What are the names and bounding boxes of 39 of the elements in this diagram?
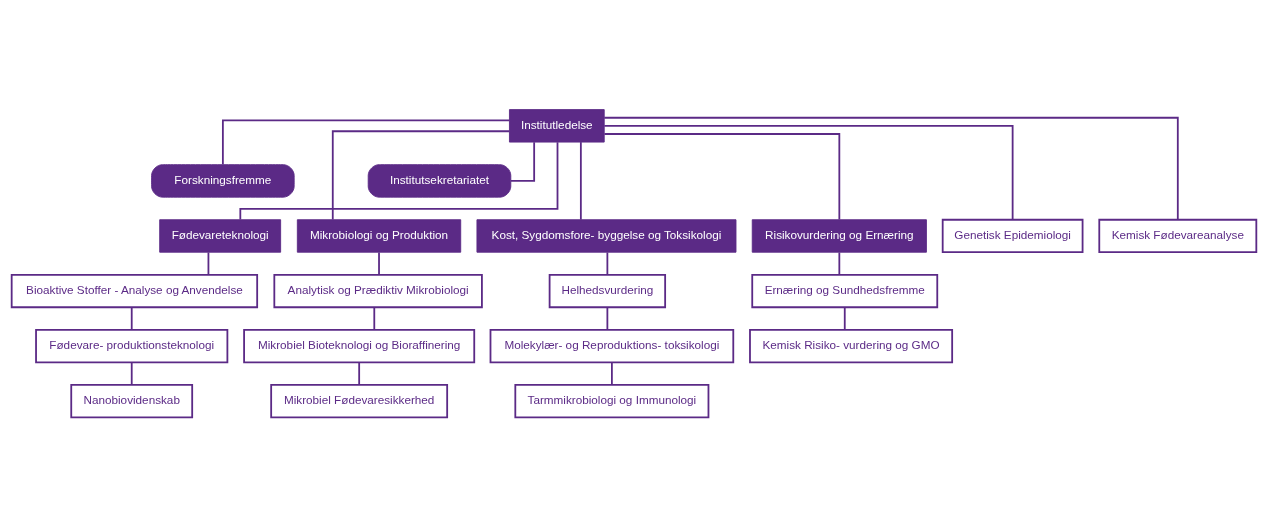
connector	[378, 251, 380, 275]
connector	[373, 306, 376, 330]
connector	[358, 361, 361, 386]
connector	[579, 140, 582, 221]
node-box: Tarmmikrobiologi og Immunologi	[514, 383, 710, 418]
node-box: Institutsekretariatet	[367, 163, 512, 198]
connector	[239, 140, 559, 220]
connector	[510, 140, 536, 182]
connector	[130, 361, 133, 386]
connector	[603, 132, 841, 220]
node-box: Ernæring og Sundhedsfremme	[751, 273, 939, 308]
node-box: Analytisk og Prædiktiv Mikrobiologi	[273, 273, 483, 308]
node-box: Mikrobiologi og Produktion	[296, 218, 462, 253]
connector	[130, 306, 133, 330]
node-box: Institutledelse	[509, 108, 605, 143]
node-box: Mikrobiel Fødevaresikkerhed	[270, 383, 449, 418]
node-box: Fødevareteknologi	[159, 218, 282, 253]
connector	[207, 251, 210, 275]
node-box: Kost, Sygdomsfore- byggelse og Toksikologi	[476, 218, 737, 253]
connector	[611, 361, 613, 386]
node-box: Genetisk Epidemiologi	[941, 218, 1084, 253]
connector	[606, 306, 609, 330]
node-box: Molekylær- og Reproduktions- toksikologi	[489, 328, 735, 363]
node-box: Risikovurdering og Ernæring	[751, 218, 927, 253]
node-box: Nanobiovidenskab	[70, 383, 194, 418]
connector	[331, 129, 511, 221]
connector	[221, 119, 511, 165]
node-box: Forskningsfremme	[151, 163, 295, 198]
node-box: Bioaktive Stoffer - Analyse og Anvendelse	[10, 273, 259, 308]
connector	[843, 306, 846, 330]
node-box: Helhedsvurdering	[548, 273, 667, 308]
node-box: Kemisk Risiko- vurdering og GMO	[749, 328, 954, 363]
connector	[603, 116, 1179, 220]
node-box: Fødevare- produktionsteknologi	[35, 328, 229, 363]
connector	[838, 251, 841, 275]
node-box: Kemisk Fødevareanalyse	[1098, 218, 1258, 253]
node-box: Mikrobiel Bioteknologi og Bioraffinering	[243, 328, 476, 363]
connector	[606, 251, 609, 275]
connector	[603, 124, 1014, 221]
